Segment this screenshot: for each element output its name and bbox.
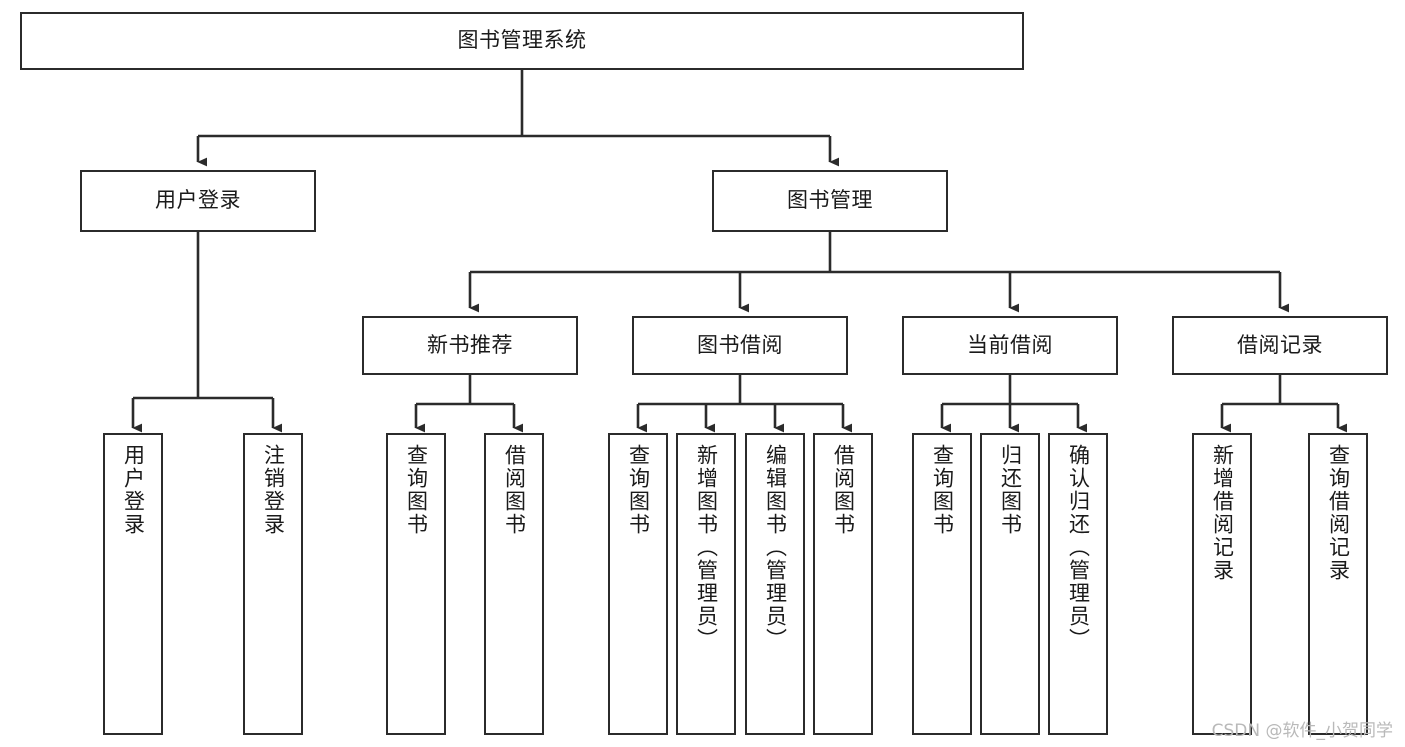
- node-leaf-borrow-book-2-label: 借阅图书: [831, 444, 855, 536]
- node-book-borrow-label: 图书借阅: [697, 333, 783, 357]
- node-leaf-confirm-return-label: 确认归还（管理员）: [1066, 444, 1090, 651]
- node-leaf-query-book-2-label: 查询图书: [626, 444, 650, 536]
- node-user-login-label: 用户登录: [155, 189, 241, 213]
- node-leaf-query-book-3-label: 查询图书: [930, 444, 954, 536]
- node-current-borrow-label: 当前借阅: [967, 333, 1053, 357]
- node-new-book-recommend-label: 新书推荐: [427, 333, 513, 357]
- node-new-book-recommend[interactable]: 新书推荐: [362, 316, 578, 375]
- node-leaf-edit-book-label: 编辑图书（管理员）: [763, 444, 787, 651]
- node-book-manage[interactable]: 图书管理: [712, 170, 948, 232]
- node-leaf-user-login-label: 用户登录: [121, 444, 145, 536]
- node-root-label: 图书管理系统: [457, 29, 587, 53]
- node-book-manage-label: 图书管理: [787, 189, 873, 213]
- node-leaf-user-login[interactable]: 用户登录: [103, 433, 163, 735]
- node-leaf-query-record[interactable]: 查询借阅记录: [1308, 433, 1368, 735]
- node-leaf-query-book-3[interactable]: 查询图书: [912, 433, 972, 735]
- node-leaf-add-record-label: 新增借阅记录: [1210, 444, 1234, 582]
- node-leaf-confirm-return[interactable]: 确认归还（管理员）: [1048, 433, 1108, 735]
- node-leaf-logout[interactable]: 注销登录: [243, 433, 303, 735]
- node-leaf-edit-book[interactable]: 编辑图书（管理员）: [745, 433, 805, 735]
- node-leaf-borrow-book-1[interactable]: 借阅图书: [484, 433, 544, 735]
- node-leaf-add-book-label: 新增图书（管理员）: [694, 444, 718, 651]
- node-leaf-borrow-book-1-label: 借阅图书: [502, 444, 526, 536]
- node-book-borrow[interactable]: 图书借阅: [632, 316, 848, 375]
- node-borrow-record[interactable]: 借阅记录: [1172, 316, 1388, 375]
- node-leaf-return-book-label: 归还图书: [998, 444, 1022, 536]
- node-borrow-record-label: 借阅记录: [1237, 333, 1323, 357]
- node-leaf-query-book-1[interactable]: 查询图书: [386, 433, 446, 735]
- node-root[interactable]: 图书管理系统: [20, 12, 1024, 70]
- node-leaf-add-record[interactable]: 新增借阅记录: [1192, 433, 1252, 735]
- node-leaf-return-book[interactable]: 归还图书: [980, 433, 1040, 735]
- node-leaf-query-book-2[interactable]: 查询图书: [608, 433, 668, 735]
- node-user-login[interactable]: 用户登录: [80, 170, 316, 232]
- node-leaf-logout-label: 注销登录: [261, 444, 285, 536]
- node-leaf-query-record-label: 查询借阅记录: [1326, 444, 1350, 582]
- node-leaf-query-book-1-label: 查询图书: [404, 444, 428, 536]
- csdn-watermark: CSDN @软件_小贺同学: [1211, 721, 1393, 741]
- node-leaf-borrow-book-2[interactable]: 借阅图书: [813, 433, 873, 735]
- node-current-borrow[interactable]: 当前借阅: [902, 316, 1118, 375]
- node-leaf-add-book[interactable]: 新增图书（管理员）: [676, 433, 736, 735]
